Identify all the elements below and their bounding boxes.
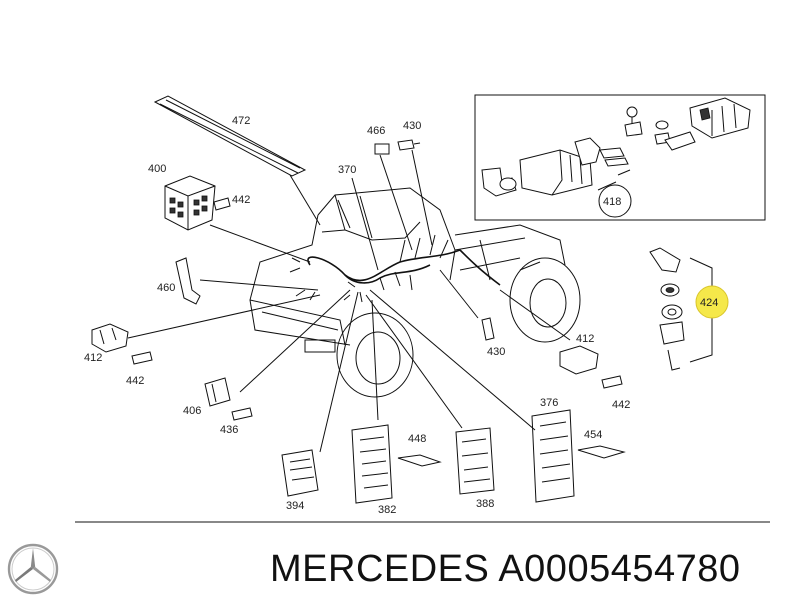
brand-part-number: MERCEDES A0005454780 bbox=[270, 548, 741, 590]
callout-424: 424 bbox=[700, 297, 718, 309]
mercedes-star-icon bbox=[7, 543, 59, 595]
callout-436: 436 bbox=[220, 424, 238, 436]
callout-418: 418 bbox=[603, 196, 621, 208]
callout-454: 454 bbox=[584, 429, 602, 441]
callout-460: 460 bbox=[157, 282, 175, 294]
callout-382: 382 bbox=[378, 504, 396, 516]
part-394-block bbox=[281, 449, 319, 497]
inset-box bbox=[474, 94, 766, 221]
callout-400: 400 bbox=[148, 163, 166, 175]
callout-376: 376 bbox=[540, 397, 558, 409]
part-442-right bbox=[601, 375, 623, 389]
part-400-module bbox=[164, 175, 216, 231]
callout-430-mid: 430 bbox=[487, 346, 505, 358]
callout-412-right: 412 bbox=[576, 333, 594, 345]
part-472-rail bbox=[153, 95, 307, 177]
wiring-harness bbox=[289, 234, 501, 303]
part-406 bbox=[204, 377, 231, 407]
part-442-left bbox=[131, 351, 153, 365]
callout-406: 406 bbox=[183, 405, 201, 417]
callout-442-right: 442 bbox=[612, 399, 630, 411]
highlight-424 bbox=[695, 285, 729, 319]
callout-370: 370 bbox=[338, 164, 356, 176]
part-388-block bbox=[455, 427, 495, 495]
part-448 bbox=[397, 454, 442, 467]
part-460-elbow bbox=[175, 257, 201, 305]
part-412-left bbox=[91, 323, 129, 353]
part-442-pin bbox=[213, 197, 231, 211]
callout-442-top: 442 bbox=[232, 194, 250, 206]
callout-412-left: 412 bbox=[84, 352, 102, 364]
part-466 bbox=[374, 143, 390, 155]
part-424-stack bbox=[649, 247, 713, 371]
callout-466: 466 bbox=[367, 125, 385, 137]
callout-388: 388 bbox=[476, 498, 494, 510]
callout-circle-418 bbox=[598, 184, 632, 218]
callout-430-top: 430 bbox=[403, 120, 421, 132]
leader-lines bbox=[127, 149, 617, 453]
vehicle-outline bbox=[249, 187, 581, 398]
part-382-block bbox=[351, 424, 393, 504]
part-454 bbox=[577, 445, 626, 459]
callout-394: 394 bbox=[286, 500, 304, 512]
callout-448: 448 bbox=[408, 433, 426, 445]
part-436 bbox=[231, 407, 253, 421]
part-412-right bbox=[559, 345, 599, 375]
callout-472: 472 bbox=[232, 115, 250, 127]
part-430-top bbox=[397, 139, 415, 151]
part-430-mid bbox=[481, 317, 495, 341]
callout-442-left: 442 bbox=[126, 375, 144, 387]
part-376-block bbox=[531, 409, 575, 503]
